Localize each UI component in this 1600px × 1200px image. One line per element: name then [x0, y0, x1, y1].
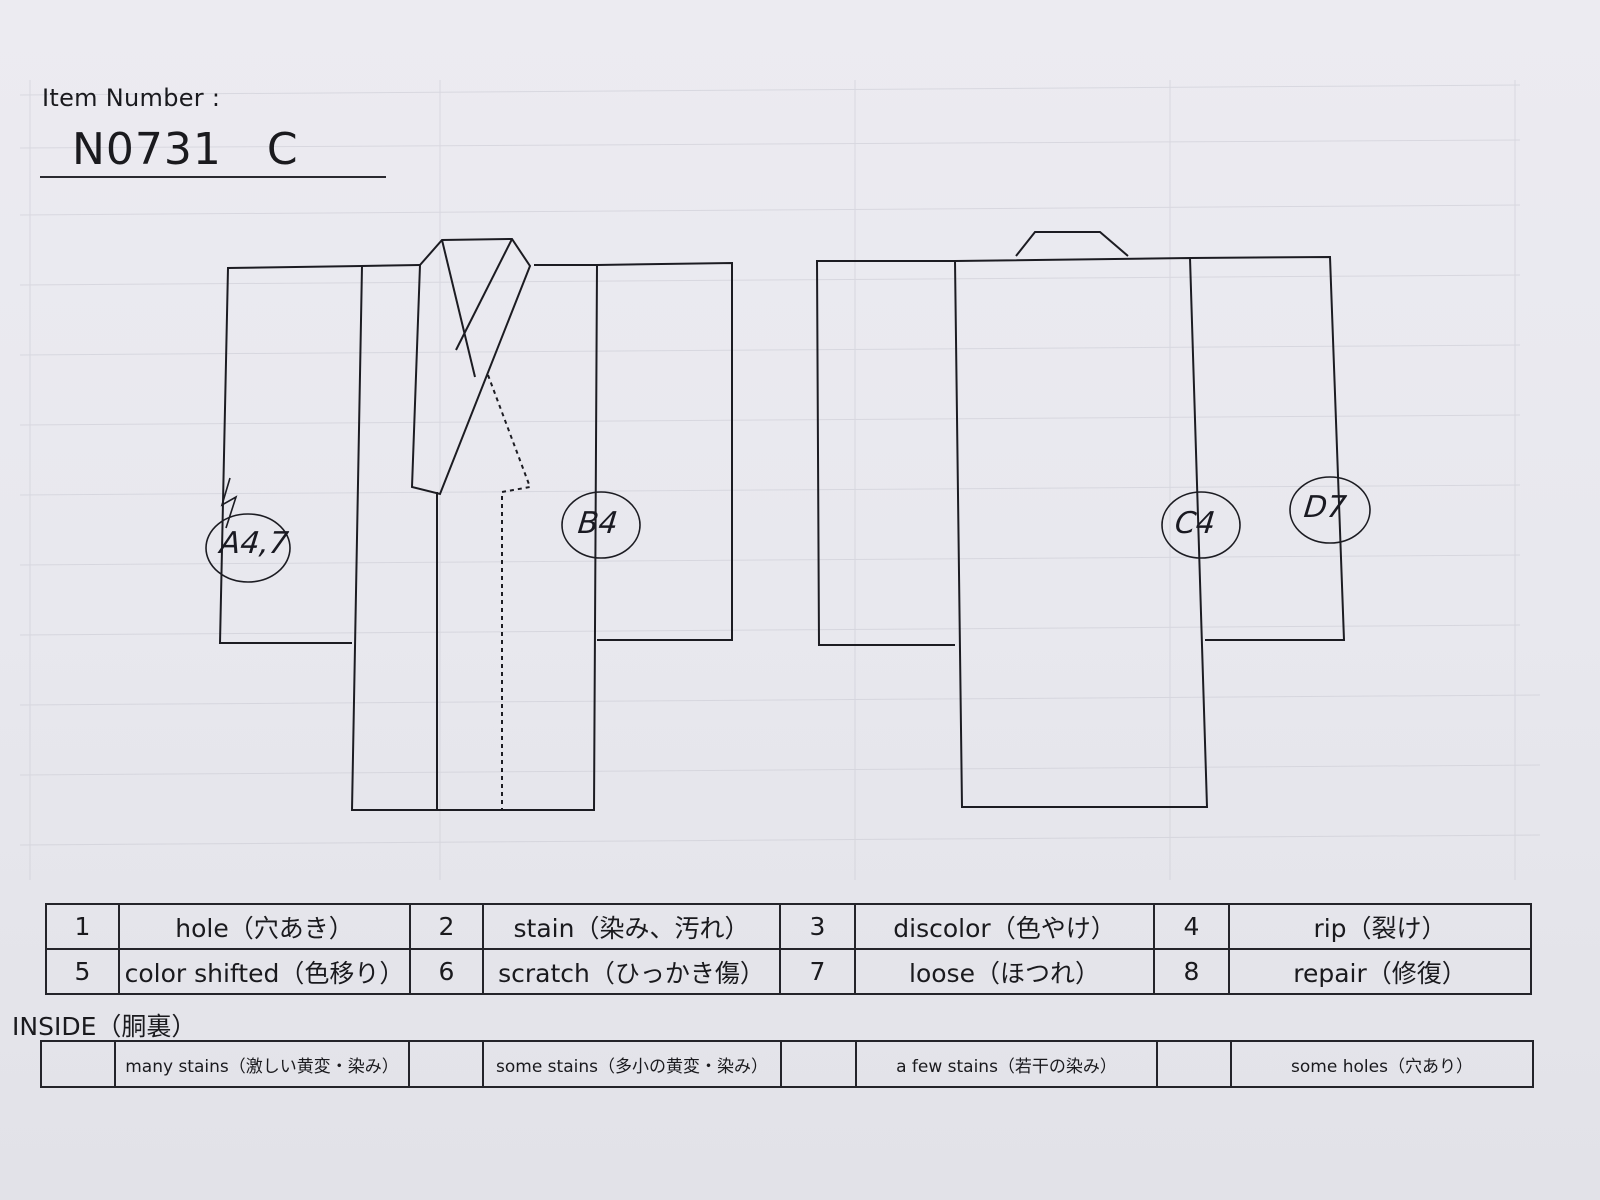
back-body	[954, 256, 1209, 808]
back-left-sleeve	[815, 260, 955, 646]
legend-number: 3	[779, 903, 856, 950]
mark-a-scribble	[220, 477, 238, 529]
damage-mark-b: B4	[576, 506, 620, 541]
inside-section-label: INSIDE（胴裏）	[12, 1012, 197, 1041]
item-number-value: N0731 C	[72, 124, 299, 175]
inside-checkbox-few-stains[interactable]	[780, 1040, 857, 1088]
damage-mark-c: C4	[1173, 506, 1217, 541]
front-right-sleeve	[596, 261, 733, 641]
legend-number: 7	[779, 948, 856, 995]
legend-label: scratch（ひっかき傷）	[482, 948, 781, 995]
legend-row: 1 hole（穴あき） 2 stain（染み、汚れ） 3 discolor（色や…	[45, 903, 1532, 950]
mark-c-circle	[1161, 491, 1241, 559]
inside-option-label: a few stains（若干の染み）	[855, 1040, 1158, 1088]
back-collar	[1015, 231, 1129, 257]
legend-label: color shifted（色移り）	[118, 948, 411, 995]
inside-row: many stains（激しい黄変・染み） some stains（多小の黄変・…	[40, 1040, 1534, 1088]
legend-label: stain（染み、汚れ）	[482, 903, 781, 950]
inside-option-label: many stains（激しい黄変・染み）	[114, 1040, 410, 1088]
back-view	[815, 231, 1346, 808]
mark-a-circle	[205, 513, 291, 583]
inside-checkbox-some-stains[interactable]	[408, 1040, 484, 1088]
legend-label: rip（裂け）	[1228, 903, 1532, 950]
legend-number: 8	[1153, 948, 1230, 995]
legend-label: loose（ほつれ）	[854, 948, 1155, 995]
legend-row: 5 color shifted（色移り） 6 scratch（ひっかき傷） 7 …	[45, 948, 1532, 995]
front-underlap	[487, 374, 532, 810]
collar-inner-line	[441, 239, 476, 378]
back-right-sleeve	[1189, 255, 1346, 641]
item-number-underline	[40, 176, 386, 178]
mark-b-circle	[561, 491, 641, 559]
damage-mark-d: D7	[1302, 490, 1349, 525]
front-collar	[410, 237, 532, 496]
inside-option-label: some stains（多小の黄変・染み）	[482, 1040, 782, 1088]
legend-number: 6	[409, 948, 484, 995]
legend-label: discolor（色やけ）	[854, 903, 1155, 950]
damage-legend-table: 1 hole（穴あき） 2 stain（染み、汚れ） 3 discolor（色や…	[45, 903, 1532, 995]
collar-inner-line-2	[455, 238, 513, 351]
legend-number: 2	[409, 903, 484, 950]
legend-number: 4	[1153, 903, 1230, 950]
item-number-label: Item Number :	[42, 84, 221, 112]
damage-mark-a: A4,7	[218, 526, 291, 561]
inside-option-label: some holes（穴あり）	[1230, 1040, 1534, 1088]
inside-checkbox-some-holes[interactable]	[1156, 1040, 1232, 1088]
legend-label: hole（穴あき）	[118, 903, 411, 950]
front-left-sleeve	[218, 265, 363, 644]
legend-number: 1	[45, 903, 120, 950]
front-view	[218, 237, 733, 811]
legend-number: 5	[45, 948, 120, 995]
mark-d-circle	[1289, 476, 1371, 544]
inside-checkbox-many-stains[interactable]	[40, 1040, 116, 1088]
inside-condition-table: many stains（激しい黄変・染み） some stains（多小の黄変・…	[40, 1040, 1534, 1088]
legend-label: repair（修復）	[1228, 948, 1532, 995]
front-body	[350, 264, 599, 811]
